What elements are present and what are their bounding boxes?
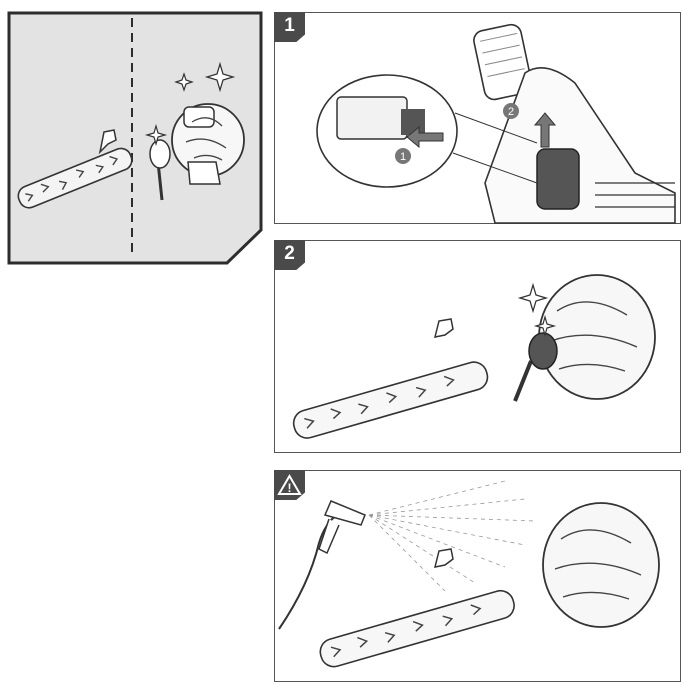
engine-body <box>538 274 656 400</box>
battery-removal-illustration: 1 2 <box>316 23 676 224</box>
sparkle-icon <box>533 314 557 338</box>
engine-body <box>171 103 245 185</box>
arrow-icon <box>533 112 557 148</box>
sparkle-icon <box>517 282 549 314</box>
sparkle-icon <box>204 61 236 93</box>
no-water-spray-illustration <box>278 480 660 668</box>
step-badge: 1 <box>274 12 305 42</box>
warning-icon: ! <box>277 474 302 495</box>
battery-slot <box>536 148 580 210</box>
spray-nozzle <box>318 500 366 555</box>
brush-icon <box>149 139 171 201</box>
step-1-panel: 1 1 2 <box>274 12 681 224</box>
overview-illustration <box>7 11 263 265</box>
water-spray <box>368 480 536 592</box>
warning-badge: ! <box>274 470 305 500</box>
battery <box>473 23 533 101</box>
brush-icon <box>513 332 558 402</box>
zoom-detail <box>316 74 538 188</box>
overview-panel <box>7 11 263 265</box>
step-3-panel: ! <box>274 470 681 682</box>
arrow-icon <box>406 125 444 149</box>
blower-tube <box>17 147 133 209</box>
callout-1: 1 <box>400 151 406 163</box>
callout-2: 2 <box>508 106 514 118</box>
step-2-panel: 2 <box>274 240 681 453</box>
sparkle-icon <box>144 123 168 147</box>
svg-text:!: ! <box>288 481 292 495</box>
brush-cleaning-illustration <box>292 274 656 439</box>
step-badge: 2 <box>274 240 305 270</box>
sparkle-icon <box>174 72 194 92</box>
engine-body <box>542 502 660 628</box>
